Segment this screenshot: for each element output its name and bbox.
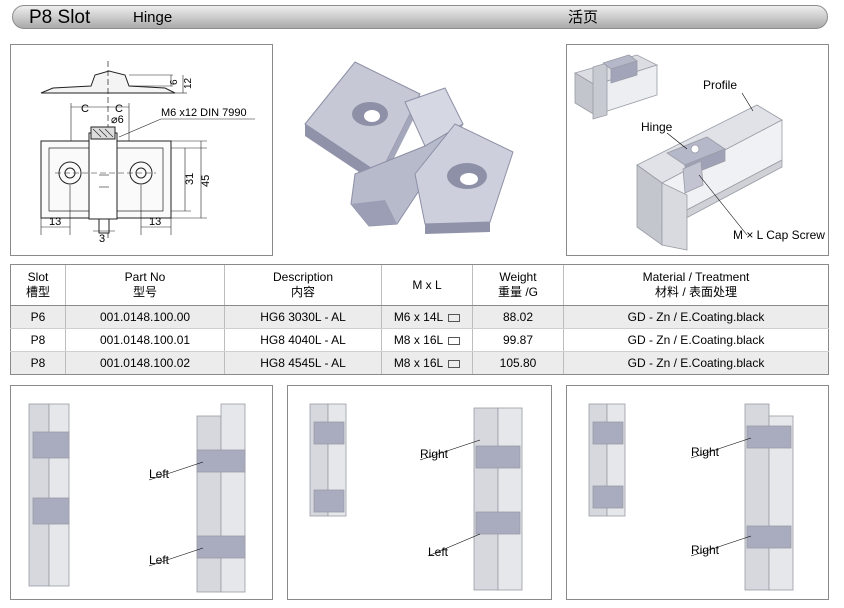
dim-13-left: 13: [49, 216, 61, 228]
hinge-render: [285, 54, 545, 254]
example-1-label-bottom: Left: [149, 553, 170, 567]
cell-weight: 99.87: [472, 328, 564, 352]
cell-description: HG6 3030L - AL: [224, 305, 382, 329]
example-panel-1: Left Left: [10, 385, 273, 600]
cell-partno: 001.0148.100.02: [65, 351, 225, 375]
cell-weight: 105.80: [472, 351, 564, 375]
cell-description: HG8 4040L - AL: [224, 328, 382, 352]
cell-partno: 001.0148.100.01: [65, 328, 225, 352]
example-1-illustration: Left Left: [28, 403, 246, 593]
example-3-illustration: Right Right: [588, 403, 794, 591]
cell-material: GD - Zn / E.Coating.black: [563, 305, 829, 329]
cell-ml: M6 x 14L: [381, 305, 473, 329]
table-row: P6 001.0148.100.00 HG6 3030L - AL M6 x 1…: [10, 305, 829, 329]
dim-diameter: ⌀6: [111, 114, 124, 126]
screw-icon: [448, 313, 461, 322]
cell-partno: 001.0148.100.00: [65, 305, 225, 329]
product-name: Hinge: [133, 9, 173, 26]
product-name-cn: 活页: [568, 9, 599, 26]
col-header-ml: M x L: [381, 264, 473, 306]
cap-screw-callout: M × L Cap Screw: [733, 228, 825, 242]
profile-callout: Profile: [703, 78, 737, 92]
dim-31: 31: [184, 173, 196, 185]
screw-icon: [448, 359, 461, 368]
dim-12: 12: [183, 77, 194, 89]
cell-slot: P8: [10, 328, 66, 352]
cell-slot: P8: [10, 351, 66, 375]
example-3-label-top: Right: [691, 445, 720, 459]
cell-description: HG8 4545L - AL: [224, 351, 382, 375]
table-row: P8 001.0148.100.01 HG8 4040L - AL M8 x 1…: [10, 328, 829, 352]
table-row: P8 001.0148.100.02 HG8 4545L - AL M8 x 1…: [10, 351, 829, 375]
cell-material: GD - Zn / E.Coating.black: [563, 351, 829, 375]
example-panel-2: Right Left: [287, 385, 552, 600]
dim-6: 6: [169, 79, 180, 85]
dim-13-right: 13: [149, 216, 161, 228]
example-2-label-top: Right: [420, 447, 449, 461]
technical-drawing-panel: M6 x12 DIN 7990 C C ⌀6 6 12 31 45 13 3 1…: [10, 44, 273, 256]
assembly-panel: Profile Hinge M × L Cap Screw: [566, 44, 829, 256]
dim-c-right: C: [115, 103, 123, 115]
example-2-illustration: Right Left: [309, 403, 523, 591]
dim-c-left: C: [81, 103, 89, 115]
screw-callout: M6 x12 DIN 7990: [161, 107, 247, 119]
cell-ml: M8 x 16L: [381, 328, 473, 352]
cell-material: GD - Zn / E.Coating.black: [563, 328, 829, 352]
example-1-label-top: Left: [149, 467, 170, 481]
cell-slot: P6: [10, 305, 66, 329]
title-bar: P8 Slot Hinge 活页: [12, 5, 828, 29]
cell-weight: 88.02: [472, 305, 564, 329]
cell-ml: M8 x 16L: [381, 351, 473, 375]
slot-title: P8 Slot: [29, 7, 91, 28]
technical-drawing: M6 x12 DIN 7990 C C ⌀6 6 12 31 45 13 3 1…: [40, 61, 255, 245]
dim-45: 45: [200, 175, 212, 187]
hinge-callout: Hinge: [641, 120, 673, 134]
screw-icon: [448, 336, 461, 345]
example-2-label-bottom: Left: [428, 545, 449, 559]
dim-3: 3: [99, 233, 105, 245]
example-panel-3: Right Right: [566, 385, 829, 600]
example-3-label-bottom: Right: [691, 543, 720, 557]
